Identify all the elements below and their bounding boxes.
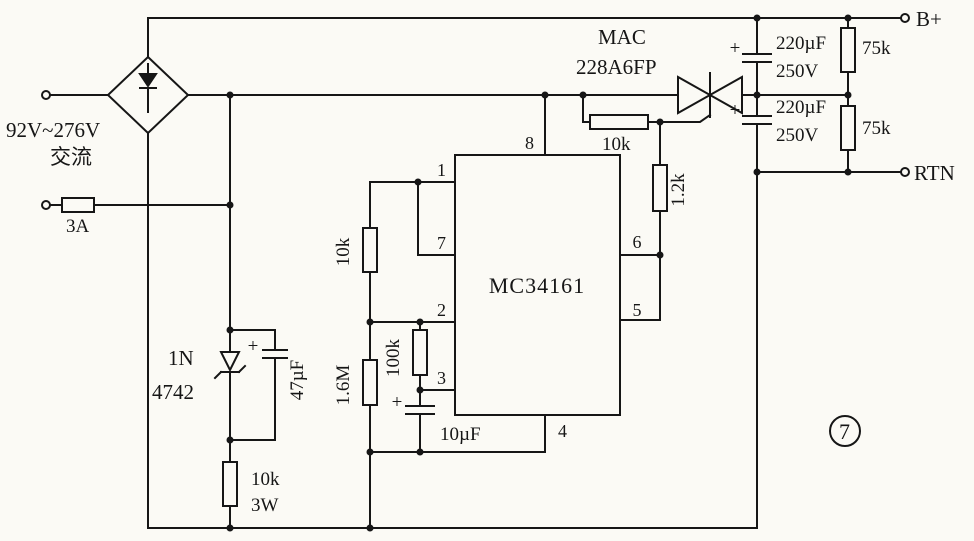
- resistor-1-6m-label: 1.6M: [333, 365, 354, 406]
- resistor-100k-label: 100k: [383, 339, 404, 378]
- resistor-10k-3w-label-line2: 3W: [251, 495, 279, 516]
- ic-pin-label-6: 6: [633, 232, 642, 252]
- cap-220uf-top-polarity: +: [730, 38, 741, 59]
- triac-icon: [677, 75, 713, 115]
- ic-pin-label-5: 5: [633, 300, 642, 320]
- resistor-75k-bottom-label: 75k: [862, 118, 891, 139]
- cap-220uf-top-voltage-label: 250V: [776, 61, 819, 82]
- cap-10uf-polarity: +: [392, 392, 403, 413]
- cap-220uf-bottom-voltage-label: 250V: [776, 125, 819, 146]
- triac-part-label-line2: 228A6FP: [576, 55, 657, 79]
- triac-part-label-line1: MAC: [598, 25, 646, 49]
- resistor-1-6m-icon: [362, 359, 378, 406]
- junction-dots: [226, 14, 852, 532]
- ic-body: [454, 154, 621, 416]
- feedback-network: [362, 181, 435, 529]
- pin4-wire: [369, 414, 546, 453]
- fuse-label: 3A: [66, 216, 90, 237]
- zener-label-line2: 4742: [152, 380, 194, 404]
- cap-220uf-top-icon: [742, 53, 772, 63]
- ic-name-label: MC34161: [489, 273, 585, 298]
- resistor-75k-bottom-icon: [840, 105, 856, 151]
- ic-pin-label-3: 3: [437, 368, 446, 388]
- ac-input: [41, 90, 231, 213]
- resistor-10k-gate-label: 10k: [602, 134, 631, 155]
- ic-pin-label-7: 7: [437, 233, 446, 253]
- input-voltage-label: 92V~276V: [6, 118, 100, 142]
- ic-mc34161: [369, 94, 661, 453]
- fuse-symbol: [61, 197, 95, 213]
- resistor-75k-top-label: 75k: [862, 38, 891, 59]
- bplus-label: B+: [916, 7, 942, 31]
- zener-supply-branch: [213, 94, 288, 529]
- bridge-diode-icon: [138, 73, 158, 88]
- cap-10uf-icon: [405, 405, 435, 415]
- resistor-1-2k-icon: [652, 164, 668, 212]
- input-terminal-top: [41, 90, 51, 100]
- cap-47uf-polarity: +: [248, 336, 259, 357]
- resistor-10k-3w-label-line1: 10k: [251, 469, 280, 490]
- cap-47uf-icon: [262, 349, 288, 359]
- figure-number-badge: 7: [829, 415, 861, 447]
- resistor-10k-icon: [362, 227, 378, 273]
- ic-pin-label-2: 2: [437, 300, 446, 320]
- pin7-wire: [417, 181, 456, 256]
- resistor-10k-3w-icon: [222, 461, 238, 507]
- bridge-rectifier: [106, 17, 190, 135]
- ic-pin-label-1: 1: [437, 160, 446, 180]
- resistor-10k-gate-icon: [589, 114, 649, 130]
- resistor-1-2k-label: 1.2k: [668, 173, 689, 207]
- input-ac-label: 交流: [50, 145, 92, 169]
- ic-pin-label-8: 8: [525, 133, 534, 153]
- resistor-75k-top-icon: [840, 27, 856, 73]
- zener-diode-icon: [219, 351, 241, 373]
- resistor-100k-icon: [412, 329, 428, 376]
- bottom-rail: [147, 132, 758, 529]
- output-section: [742, 13, 910, 177]
- input-terminal-bottom: [41, 200, 51, 210]
- cap-47uf-label: 47µF: [287, 360, 308, 401]
- resistor-10k-label: 10k: [333, 237, 354, 266]
- pin6-pin5-loop: [619, 254, 661, 321]
- cap-10uf-label: 10µF: [440, 424, 481, 445]
- rtn-label: RTN: [914, 161, 955, 185]
- zener-label-line1: 1N: [168, 346, 194, 370]
- cap-220uf-bottom-icon: [742, 115, 772, 125]
- ic-pin-label-4: 4: [558, 421, 567, 441]
- figure-number: 7: [839, 419, 851, 444]
- cap-220uf-bottom-polarity: +: [730, 100, 741, 121]
- rtn-terminal: [900, 167, 910, 177]
- bplus-terminal: [900, 13, 910, 23]
- cap-220uf-bottom-value-label: 220µF: [776, 97, 826, 118]
- cap-220uf-top-value-label: 220µF: [776, 33, 826, 54]
